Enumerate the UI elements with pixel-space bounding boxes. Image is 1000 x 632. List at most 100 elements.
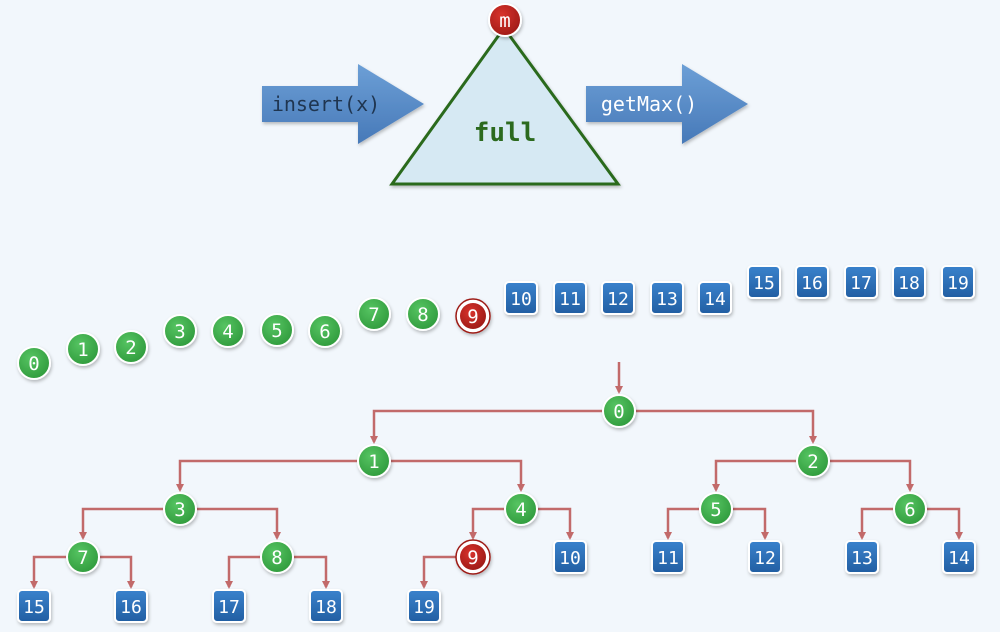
tree-node-10: 10	[553, 540, 587, 574]
sequence-node-13-label: 13	[656, 289, 678, 310]
sequence-node-15: 15	[747, 265, 781, 299]
tree-edge-0-2	[636, 409, 817, 444]
sequence-node-3-label: 3	[174, 321, 185, 343]
tree-edge-9-19	[420, 555, 456, 589]
sequence-node-8: 8	[406, 297, 440, 331]
tree-node-6: 6	[893, 492, 927, 526]
max-marker-node: m	[488, 3, 522, 37]
tree-edge-8-18	[294, 555, 330, 589]
tree-node-9-label: 9	[467, 547, 478, 569]
tree-node-1-label: 1	[368, 451, 379, 473]
sequence-node-2-label: 2	[125, 337, 136, 359]
tree-edge-4-10	[538, 507, 574, 540]
sequence-node-14: 14	[698, 281, 732, 315]
tree-node-7-label: 7	[77, 547, 88, 569]
tree-node-9: 9	[455, 539, 491, 575]
sequence-node-10-label: 10	[510, 289, 532, 310]
tree-node-4-label: 4	[515, 499, 526, 521]
tree-edge-1-4	[391, 459, 525, 492]
tree-node-16-label: 16	[120, 597, 142, 618]
sequence-node-5: 5	[260, 313, 294, 347]
sequence-node-1: 1	[66, 332, 100, 366]
max-marker-label: m	[499, 10, 510, 32]
sequence-node-17-label: 17	[850, 273, 872, 294]
sequence-node-11: 11	[553, 281, 587, 315]
sequence-node-4: 4	[211, 314, 245, 348]
getmax-arrow: getMax()	[586, 64, 748, 144]
tree-node-12: 12	[748, 540, 782, 574]
tree-node-14-label: 14	[948, 548, 970, 569]
sequence-node-13: 13	[650, 281, 684, 315]
tree-edge-7-16	[100, 555, 135, 589]
tree-edges	[30, 362, 963, 589]
sequence-node-16-label: 16	[801, 273, 823, 294]
sequence-node-12-label: 12	[607, 289, 629, 310]
sequence-node-5-label: 5	[271, 320, 282, 342]
sequence-node-14-label: 14	[704, 289, 726, 310]
tree-node-0: 0	[602, 394, 636, 428]
sequence-node-4-label: 4	[222, 321, 233, 343]
tree-node-14: 14	[942, 540, 976, 574]
sequence-node-9: 9	[455, 298, 491, 334]
tree-edge-1-3	[176, 459, 357, 492]
tree-edge-5-12	[733, 507, 769, 540]
tree-node-8: 8	[260, 540, 294, 574]
sequence-node-12: 12	[601, 281, 635, 315]
sequence-node-11-label: 11	[559, 289, 581, 310]
tree-node-19: 19	[407, 589, 441, 623]
sequence-node-3: 3	[163, 314, 197, 348]
tree-node-16: 16	[114, 589, 148, 623]
tree-edge-7-15	[30, 555, 66, 589]
sequence-node-8-label: 8	[417, 304, 428, 326]
tree-node-15: 15	[17, 589, 51, 623]
tree-node-11: 11	[651, 540, 685, 574]
insert-label: insert(x)	[272, 92, 380, 116]
tree-node-2-label: 2	[807, 451, 818, 473]
tree-node-0-label: 0	[613, 401, 624, 423]
sequence-node-18-label: 18	[898, 273, 920, 294]
tree-edge-6-14	[927, 507, 963, 540]
tree-edge-2-6	[830, 459, 914, 492]
sequence-node-1-label: 1	[77, 339, 88, 361]
tree-node-7: 7	[66, 540, 100, 574]
sequence-node-9-label: 9	[467, 306, 478, 328]
sequence-node-19: 19	[941, 265, 975, 299]
sequence-node-2: 2	[114, 330, 148, 364]
tree-node-13: 13	[845, 540, 879, 574]
tree-edge-8-17	[225, 555, 260, 589]
tree-node-17: 17	[212, 589, 246, 623]
tree-edge-3-7	[79, 507, 163, 540]
tree-node-3-label: 3	[174, 499, 185, 521]
tree-edge-2-5	[712, 459, 796, 492]
tree-edge-3-8	[197, 507, 281, 540]
tree-node-12-label: 12	[754, 548, 776, 569]
sequence-node-15-label: 15	[753, 273, 775, 294]
sequence-node-0: 0	[17, 346, 51, 380]
tree-node-17-label: 17	[218, 597, 240, 618]
tree-node-13-label: 13	[851, 548, 873, 569]
tree-node-18-label: 18	[315, 597, 337, 618]
tree-node-11-label: 11	[657, 548, 679, 569]
sequence-node-7-label: 7	[368, 304, 379, 326]
tree-node-15-label: 15	[23, 597, 45, 618]
tree-node-1: 1	[357, 444, 391, 478]
sequence-node-17: 17	[844, 265, 878, 299]
sequence-node-19-label: 19	[947, 273, 969, 294]
heap-triangle: full m	[389, 3, 621, 186]
tree-edge-6-13	[858, 507, 893, 540]
tree-edge-5-11	[664, 507, 699, 540]
sequence-node-16: 16	[795, 265, 829, 299]
tree-node-10-label: 10	[559, 548, 581, 569]
sequence-node-6: 6	[308, 314, 342, 348]
tree-node-4: 4	[504, 492, 538, 526]
tree-node-8-label: 8	[271, 547, 282, 569]
insert-arrow: insert(x)	[262, 64, 424, 144]
tree-node-3: 3	[163, 492, 197, 526]
tree-node-19-label: 19	[413, 597, 435, 618]
tree-edge-0-1	[370, 409, 602, 444]
tree-node-5: 5	[699, 492, 733, 526]
